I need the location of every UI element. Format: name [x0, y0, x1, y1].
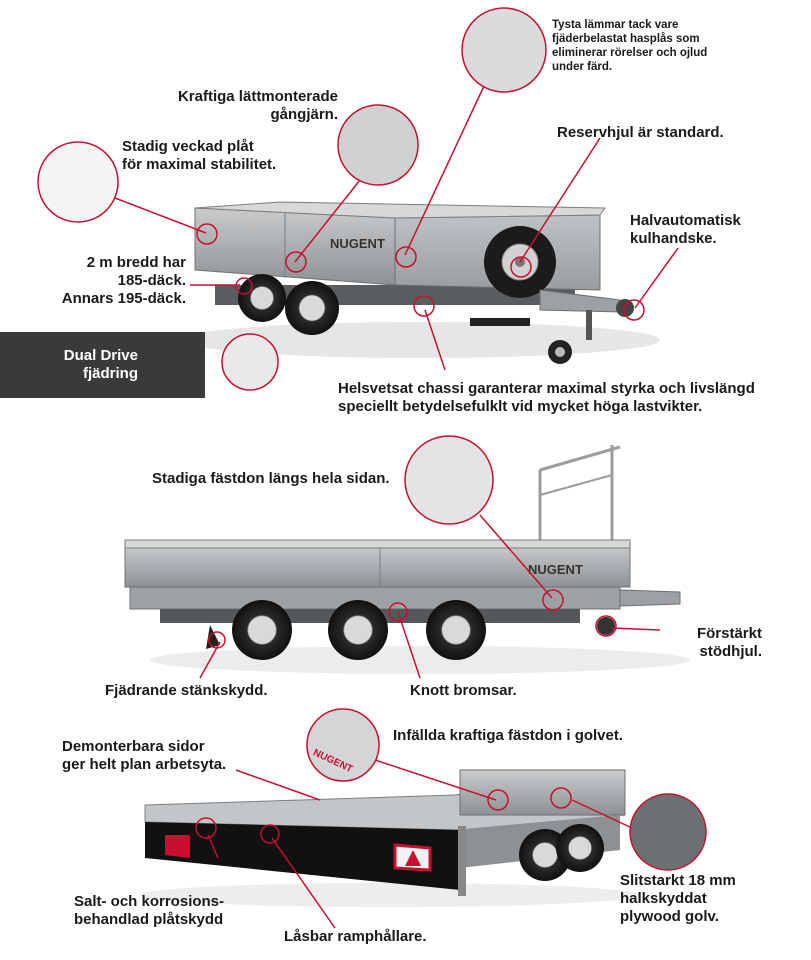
silent-tailgates-label: Tysta lämmar tack vare fjäderbelastat ha…	[552, 19, 708, 73]
ramp-holder-label: Låsbar ramphållare.	[284, 928, 427, 945]
trailer-bottom	[140, 769, 640, 907]
jockey-wheel-label: Förstärkt stödhjul.	[696, 625, 762, 660]
removable-sides-label: Demonterbara sidor ger helt plan arbetsy…	[62, 738, 227, 773]
mudguards-label: Fjädrande stänkskydd.	[105, 682, 268, 699]
floor-label: Slitstarkt 18 mm halkskyddat plywood gol…	[620, 872, 736, 925]
coupling-label: Halvautomatisk kulhandske.	[630, 212, 741, 247]
hinges-label: Kraftiga lättmonterade gångjärn.	[177, 88, 338, 123]
brakes-label: Knott bromsar.	[410, 682, 517, 699]
floor-fasteners-label: Infällda kraftiga fästdon i golvet.	[393, 727, 624, 744]
callouts	[37, 7, 707, 929]
folded-plate-label: Stadig veckad plåt för maximal stabilite…	[122, 138, 277, 173]
dual-drive-band	[0, 332, 205, 398]
trailer-middle: NUGENT	[124, 445, 690, 674]
svg-text:NUGENT: NUGENT	[330, 236, 385, 251]
dual-drive-label: Dual Drive fjädring	[63, 347, 138, 382]
chassis-label: Helsvetsat chassi garanterar maximal sty…	[338, 380, 755, 415]
trailer-top: NUGENT	[180, 201, 660, 364]
tyres-label: 2 m bredd har 185-däck. Annars 195-däck.	[61, 254, 186, 307]
side-fasteners-label: Stadiga fästdon längs hela sidan.	[152, 470, 390, 487]
svg-text:NUGENT: NUGENT	[528, 562, 583, 577]
spare-wheel-label: Reservhjul är standard.	[557, 124, 724, 141]
corrosion-label: Salt- och korrosions- behandlad plåtskyd…	[74, 893, 225, 928]
